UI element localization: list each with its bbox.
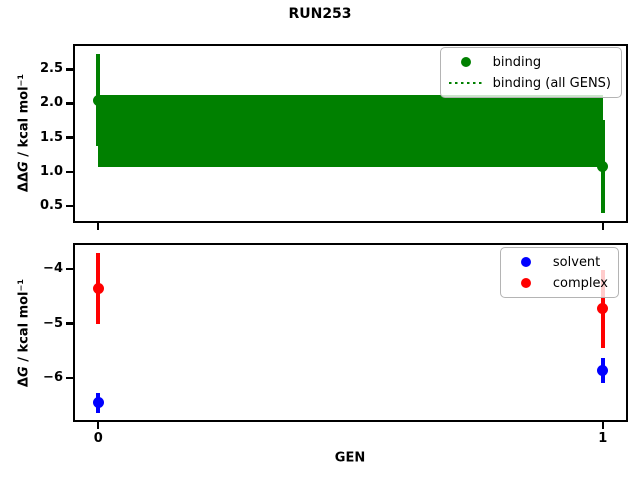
- top-y-axis-label: ΔΔG / kcal mol⁻¹: [17, 74, 32, 192]
- binding-data-point: [597, 160, 609, 172]
- x-tick: [96, 223, 100, 230]
- legend-marker-cell: [509, 278, 543, 288]
- legend-entry-binding: binding: [449, 52, 611, 72]
- solvent-data-point: [92, 397, 104, 409]
- bottom-y-axis-label: ΔG / kcal mol⁻¹: [17, 279, 32, 387]
- solvent-data-point: [597, 365, 609, 377]
- y-tick: [66, 267, 73, 271]
- binding-circle-icon: [460, 57, 471, 67]
- y-tick: [66, 376, 73, 380]
- x-tick-label: 0: [93, 431, 103, 446]
- y-tick: [66, 204, 73, 208]
- complex-data-point: [92, 282, 104, 294]
- legend-label-binding: binding: [492, 54, 542, 70]
- bottom-axes: solvent complex −6 −5 −4 0 1: [43, 243, 628, 446]
- legend-label-complex: complex: [552, 275, 608, 291]
- solvent-circle-icon: [520, 257, 531, 267]
- legend-marker-cell: [509, 257, 543, 267]
- y-tick: [66, 136, 73, 139]
- bottom-legend: solvent complex: [499, 247, 619, 298]
- y-tick-label: −6: [43, 369, 63, 385]
- complex-circle-icon: [520, 278, 531, 288]
- y-label-g: G: [16, 161, 32, 172]
- top-legend: binding binding (all GENS): [439, 47, 622, 98]
- binding-data-point: [92, 94, 104, 106]
- y-label-g: G: [16, 366, 32, 378]
- y-tick: [66, 68, 73, 71]
- y-tick-label: 2.5: [39, 61, 63, 77]
- x-tick: [601, 223, 605, 230]
- y-label-units: / kcal mol⁻¹: [16, 73, 32, 162]
- dotted-line-icon: [448, 81, 483, 85]
- legend-marker-cell: [449, 57, 483, 67]
- y-tick-label: 1.0: [39, 163, 63, 179]
- y-label-units: / kcal mol⁻¹: [16, 278, 32, 367]
- y-tick-label: −5: [43, 315, 63, 331]
- confidence-band: [98, 95, 603, 167]
- x-tick: [601, 422, 605, 429]
- legend-label-solvent: solvent: [552, 254, 601, 270]
- legend-entry-binding-all-gens: binding (all GENS): [448, 73, 611, 93]
- complex-data-point: [597, 303, 609, 315]
- x-axis-label: GEN: [334, 450, 366, 466]
- y-tick-label: 0.5: [39, 197, 63, 213]
- legend-marker-cell: [448, 81, 483, 85]
- figure-title: RUN253: [288, 6, 352, 22]
- y-tick: [66, 170, 73, 173]
- y-label-delta: ΔΔ: [16, 171, 32, 193]
- x-tick-label: 1: [598, 431, 608, 446]
- y-tick-label: 2.0: [39, 95, 63, 111]
- y-label-delta: Δ: [16, 377, 32, 388]
- y-tick: [66, 322, 73, 325]
- legend-entry-solvent: solvent: [509, 252, 608, 272]
- legend-entry-complex: complex: [509, 273, 608, 293]
- x-tick: [96, 422, 100, 429]
- legend-label-binding-all-gens: binding (all GENS): [492, 75, 611, 91]
- y-tick-label: 1.5: [39, 129, 63, 145]
- y-tick: [66, 102, 73, 105]
- y-tick-label: −4: [43, 261, 63, 277]
- top-axes: binding binding (all GENS) 0.5 1.0 1.5 2.0 2…: [40, 44, 628, 230]
